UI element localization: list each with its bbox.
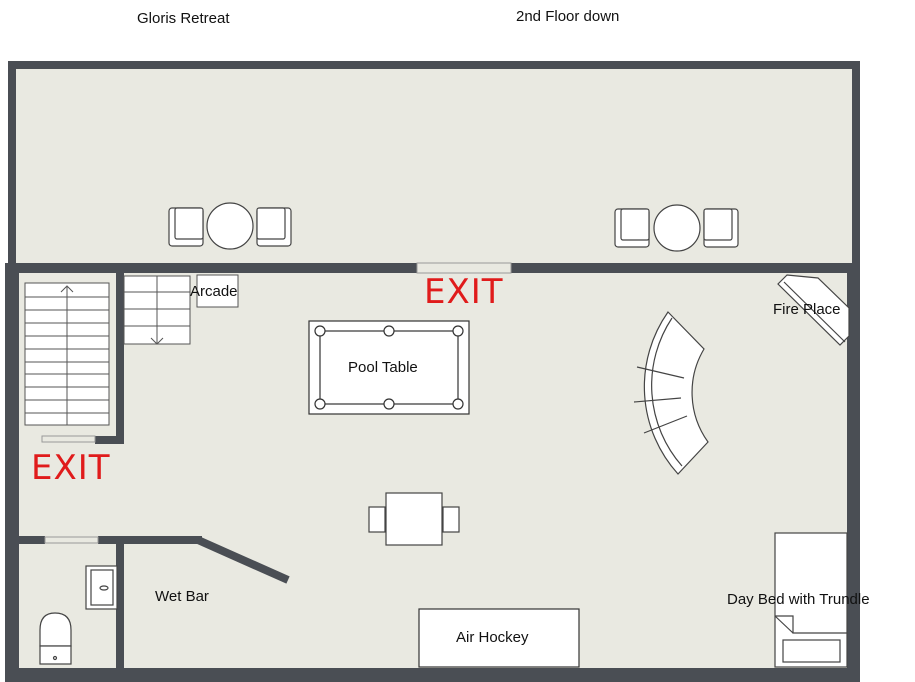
small-table <box>368 492 460 546</box>
bathroom-sink <box>85 565 118 610</box>
top-exit-door <box>416 262 512 274</box>
diagonal-wall <box>196 536 290 584</box>
air-hockey-label: Air Hockey <box>456 629 529 646</box>
walls <box>5 61 860 682</box>
property-title: Gloris Retreat <box>137 10 230 27</box>
main-stairs <box>24 282 110 426</box>
wet-bar-label: Wet Bar <box>155 588 209 605</box>
pool-table-label: Pool Table <box>348 359 418 376</box>
day-bed <box>774 532 848 668</box>
patio-set-right <box>614 204 739 252</box>
patio-set-left <box>168 202 292 250</box>
left-exit-label: EXIT <box>31 448 111 488</box>
fireplace <box>777 274 850 346</box>
side-stairs <box>123 275 191 345</box>
arcade-machine <box>196 274 239 308</box>
day-bed-label: Day Bed with Trundle <box>727 591 870 608</box>
fire-place-label: Fire Place <box>773 301 841 318</box>
air-hockey-table <box>418 608 580 668</box>
floor-title: 2nd Floor down <box>516 8 620 25</box>
top-exit-label: EXIT <box>424 272 504 312</box>
bath-door <box>44 536 99 544</box>
arcade-label: Arcade <box>190 283 238 300</box>
curved-sofa <box>633 311 709 475</box>
pool-table <box>308 320 470 415</box>
stair-door <box>41 435 96 443</box>
toilet <box>39 612 72 665</box>
